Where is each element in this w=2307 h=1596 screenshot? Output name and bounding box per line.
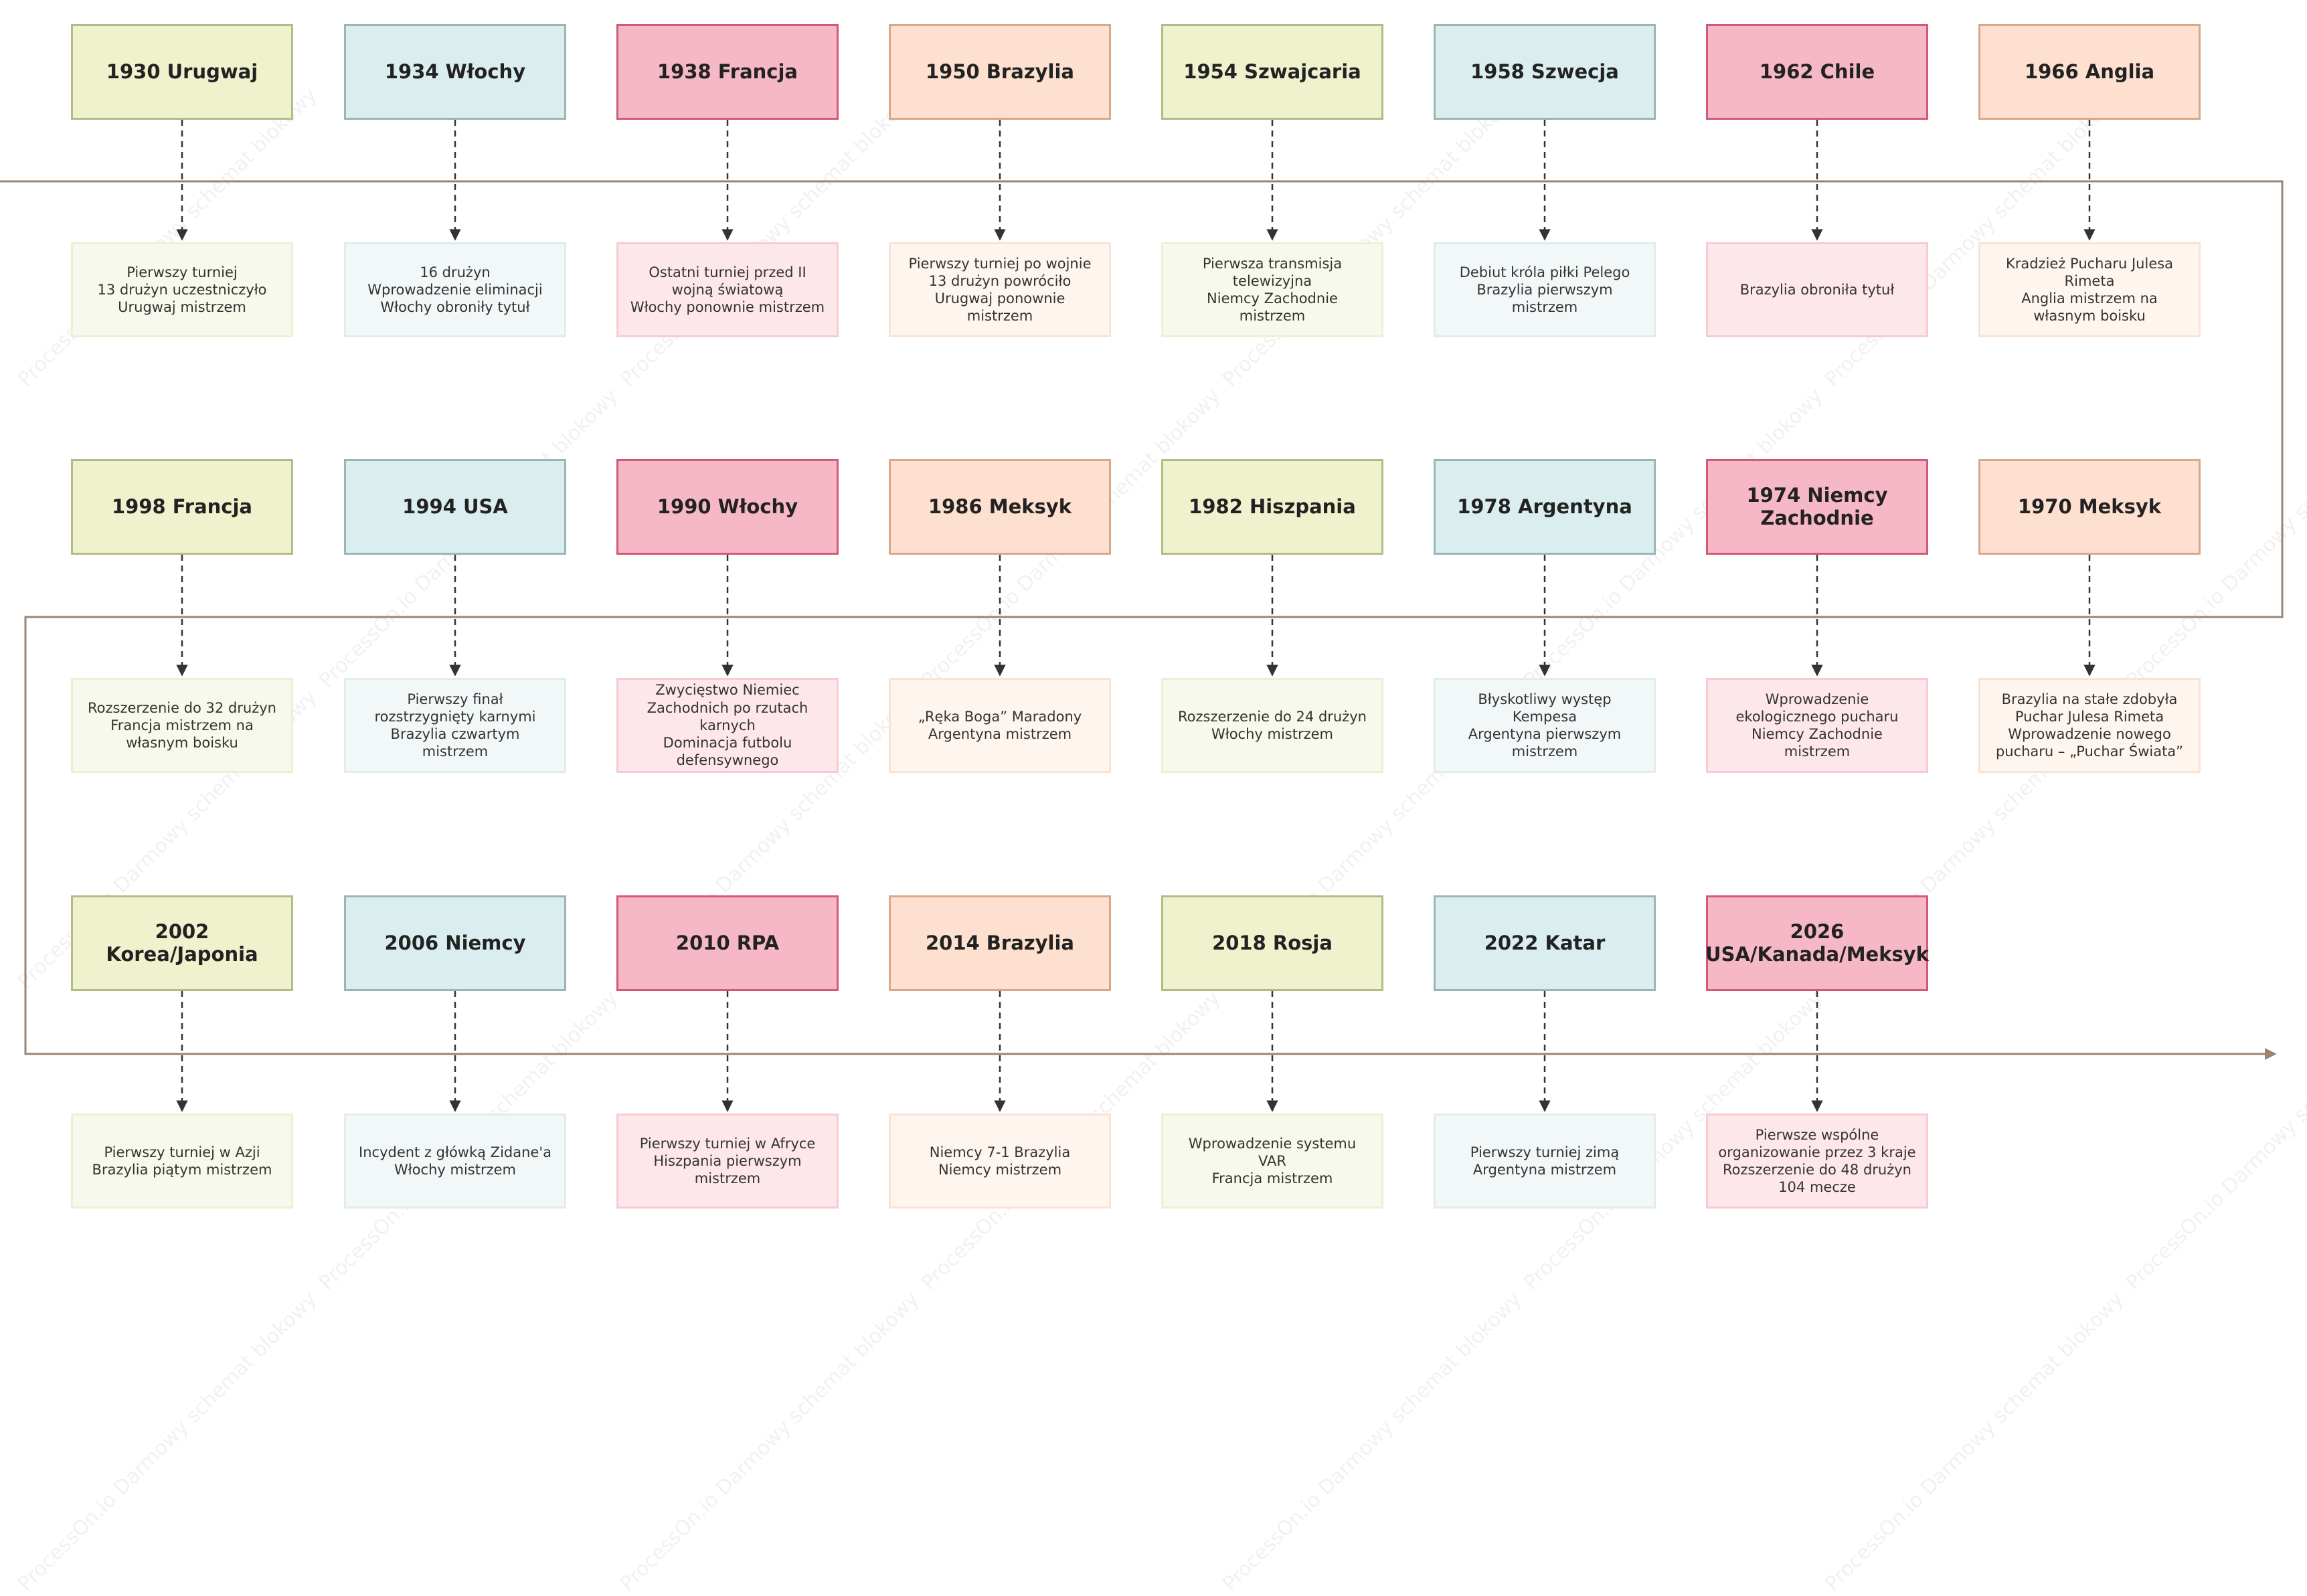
timeline-connectors: [0, 120, 2284, 1112]
event-description-box: Brazylia obroniła tytuł: [1706, 242, 1928, 337]
event-title-box[interactable]: 1958 Szwecja: [1434, 24, 1656, 120]
event-description-box: Pierwszy turniej w Azji Brazylia piątym …: [71, 1114, 293, 1209]
event-description-box: Incydent z główką Zidane'a Włochy mistrz…: [344, 1114, 566, 1209]
event-description-box: Pierwszy turniej po wojnie 13 drużyn pow…: [889, 242, 1111, 337]
event-title-box[interactable]: 1982 Hiszpania: [1161, 459, 1383, 555]
event-description-box: „Ręka Boga” Maradony Argentyna mistrzem: [889, 678, 1111, 773]
event-title-box[interactable]: 1938 Francja: [616, 24, 839, 120]
event-title-box[interactable]: 2022 Katar: [1434, 895, 1656, 991]
event-title-box[interactable]: 2014 Brazylia: [889, 895, 1111, 991]
event-description-box: Pierwsze wspólne organizowanie przez 3 k…: [1706, 1114, 1928, 1209]
event-title-box[interactable]: 1998 Francja: [71, 459, 293, 555]
event-description-box: 16 drużyn Wprowadzenie eliminacji Włochy…: [344, 242, 566, 337]
event-description-box: Pierwszy finał rozstrzygnięty karnymi Br…: [344, 678, 566, 773]
event-title-box[interactable]: 1950 Brazylia: [889, 24, 1111, 120]
event-description-box: Pierwsza transmisja telewizyjna Niemcy Z…: [1161, 242, 1383, 337]
timeline-diagram: ProcessOn.io Darmowy schemat blokowy Proc…: [0, 24, 2307, 1596]
watermark-text: ProcessOn.io Darmowy schemat blokowy: [1820, 1288, 2129, 1596]
timeline-line: [0, 180, 2284, 1060]
event-title-box[interactable]: 1978 Argentyna: [1434, 459, 1656, 555]
event-description-box: Wprowadzenie ekologicznego pucharu Niemc…: [1706, 678, 1928, 773]
event-title-box[interactable]: 2006 Niemcy: [344, 895, 566, 991]
event-title-box[interactable]: 1990 Włochy: [616, 459, 839, 555]
event-description-box: Błyskotliwy występ Kempesa Argentyna pie…: [1434, 678, 1656, 773]
event-title-box[interactable]: 1954 Szwajcaria: [1161, 24, 1383, 120]
event-description-box: Rozszerzenie do 24 drużyn Włochy mistrze…: [1161, 678, 1383, 773]
event-title-box[interactable]: 1930 Urugwaj: [71, 24, 293, 120]
event-title-box[interactable]: 2018 Rosja: [1161, 895, 1383, 991]
event-title-box[interactable]: 1934 Włochy: [344, 24, 566, 120]
event-description-box: Rozszerzenie do 32 drużyn Francja mistrz…: [71, 678, 293, 773]
event-title-box[interactable]: 1994 USA: [344, 459, 566, 555]
watermark-text: ProcessOn.io Darmowy schemat blokowy: [616, 1288, 924, 1596]
watermark-text: ProcessOn.io Darmowy schemat blokowy: [13, 1288, 322, 1596]
event-title-box[interactable]: 1970 Meksyk: [1978, 459, 2201, 555]
event-description-box: Debiut króla piłki Pelego Brazylia pierw…: [1434, 242, 1656, 337]
event-title-box[interactable]: 1962 Chile: [1706, 24, 1928, 120]
event-description-box: Kradzież Pucharu Julesa Rimeta Anglia mi…: [1978, 242, 2201, 337]
watermark-text: ProcessOn.io Darmowy schemat blokowy: [1218, 1288, 1527, 1596]
event-title-box[interactable]: 1966 Anglia: [1978, 24, 2201, 120]
event-description-box: Brazylia na stałe zdobyła Puchar Julesa …: [1978, 678, 2201, 773]
event-description-box: Pierwszy turniej zimą Argentyna mistrzem: [1434, 1114, 1656, 1209]
event-description-box: Wprowadzenie systemu VAR Francja mistrze…: [1161, 1114, 1383, 1209]
event-title-box[interactable]: 2026 USA/Kanada/Meksyk: [1705, 895, 1929, 991]
event-description-box: Pierwszy turniej 13 drużyn uczestniczyło…: [71, 242, 293, 337]
event-description-box: Zwycięstwo Niemiec Zachodnich po rzutach…: [616, 678, 839, 773]
event-title-box[interactable]: 2010 RPA: [616, 895, 839, 991]
event-title-box[interactable]: 1986 Meksyk: [889, 459, 1111, 555]
event-title-box[interactable]: 2002 Korea/Japonia: [71, 895, 293, 991]
event-title-box[interactable]: 1974 Niemcy Zachodnie: [1706, 459, 1928, 555]
event-description-box: Ostatni turniej przed II wojną światową …: [616, 242, 839, 337]
event-description-box: Pierwszy turniej w Afryce Hiszpania pier…: [616, 1114, 839, 1209]
event-description-box: Niemcy 7-1 Brazylia Niemcy mistrzem: [889, 1114, 1111, 1209]
